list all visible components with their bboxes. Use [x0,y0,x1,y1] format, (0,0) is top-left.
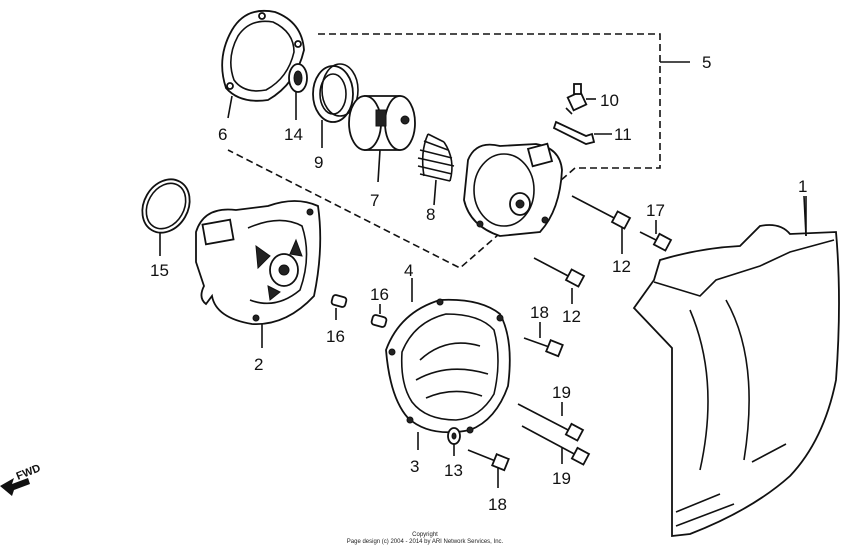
callout-9: 9 [314,153,323,172]
callout-1: 1 [798,177,807,196]
callout-8: 8 [426,205,435,224]
callout-12b: 12 [562,307,581,326]
pump-cover-3-4 [385,298,511,434]
callout-5: 5 [702,53,711,72]
callout-19b: 19 [552,469,571,488]
callout-18b: 18 [488,495,507,514]
callout-15: 15 [150,261,169,280]
callout-10: 10 [600,91,619,110]
callout-16a: 16 [370,285,389,304]
leader-7 [377,149,381,183]
fitting-10 [565,83,588,115]
callout-4: 4 [404,261,413,280]
seal-14 [288,63,308,93]
leader-6 [227,95,233,119]
dowel-pin-16a [370,314,388,328]
copyright-line-2: Page design (c) 2004 - 2014 by ARI Netwo… [346,539,504,545]
callout-14: 14 [284,125,303,144]
callout-6: 6 [218,125,227,144]
callout-3: 3 [410,457,419,476]
dowel-pin-16b [330,294,348,308]
bolt-12a [571,195,632,230]
assembly-outline [227,33,661,269]
impeller-7 [348,95,416,151]
oil-seal-9 [312,63,359,123]
callout-7: 7 [370,191,379,210]
fwd-arrow: FWD [0,462,42,496]
side-cover-1 [632,195,840,538]
bolt-18b [467,449,510,472]
o-ring-15 [141,178,191,234]
callout-13: 13 [444,461,463,480]
bolt-17 [639,231,673,252]
copyright-line-1: Copyright [412,532,438,538]
callout-16b: 16 [326,327,345,346]
pump-housing [463,142,563,237]
gasket-6 [221,9,305,102]
clip-11 [552,120,596,145]
callout-12a: 12 [612,257,631,276]
pump-body-2 [195,200,322,325]
callout-18a: 18 [530,303,549,322]
bolt-19a [517,403,585,442]
bolt-18a [523,337,564,358]
spring-8 [417,133,455,182]
callout-2: 2 [254,355,263,374]
bolt-12b [533,257,586,288]
callout-11: 11 [614,125,632,144]
washer-13 [447,427,461,445]
leader-8 [433,179,437,206]
callout-17: 17 [646,201,665,220]
bolt-19b [521,425,591,466]
callout-19a: 19 [552,383,571,402]
